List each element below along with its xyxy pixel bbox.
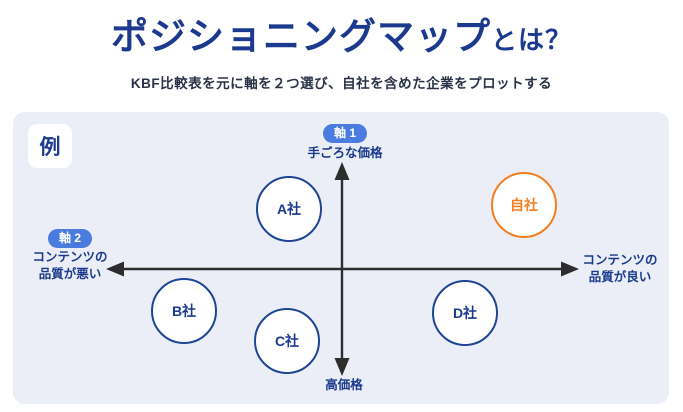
arrowhead-up-icon xyxy=(334,162,350,180)
axis2-left-label-line1: コンテンツの xyxy=(32,250,108,264)
company-circle-a: A社 xyxy=(256,176,322,242)
axis2-right-label-line2: 品質が良い xyxy=(588,270,652,284)
axis1-bottom-label: 高価格 xyxy=(325,378,363,392)
page-subtitle: KBF比較表を元に軸を２つ選び、自社を含めた企業をプロットする xyxy=(130,75,553,91)
page-title: ポジショニングマップとは？ xyxy=(0,0,683,58)
axis2-right-label: コンテンツの 品質が良い xyxy=(582,252,657,286)
company-circle-b: B社 xyxy=(151,278,217,344)
company-circle-c: C社 xyxy=(254,308,320,374)
axis1-badge: 軸 1 xyxy=(322,124,368,143)
axes-arrows-graphic xyxy=(106,162,579,376)
axis2-left-label-line2: 品質が悪い xyxy=(38,267,102,281)
example-badge: 例 xyxy=(28,124,72,168)
positioning-map-panel: 例 軸 1 手ごろな価格 高価格 軸 2 コンテンツの 品質が悪い コンテンツの… xyxy=(13,112,669,404)
company-circle-self: 自社 xyxy=(491,172,557,238)
arrowhead-left-icon xyxy=(106,261,124,277)
title-main: ポジショニングマップ xyxy=(110,16,491,57)
header: ポジショニングマップとは？ KBF比較表を元に軸を２つ選び、自社を含めた企業をプ… xyxy=(0,0,683,92)
arrowhead-down-icon xyxy=(334,358,350,376)
title-suffix: とは？ xyxy=(490,25,572,55)
axis1-top-label: 手ごろな価格 xyxy=(307,146,383,160)
company-circle-d: D社 xyxy=(432,280,498,346)
axis2-right-label-line1: コンテンツの xyxy=(582,253,658,267)
axis2-left-label: コンテンツの 品質が悪い xyxy=(32,249,107,283)
arrowhead-right-icon xyxy=(561,261,579,277)
axis2-badge: 軸 2 xyxy=(47,229,93,248)
